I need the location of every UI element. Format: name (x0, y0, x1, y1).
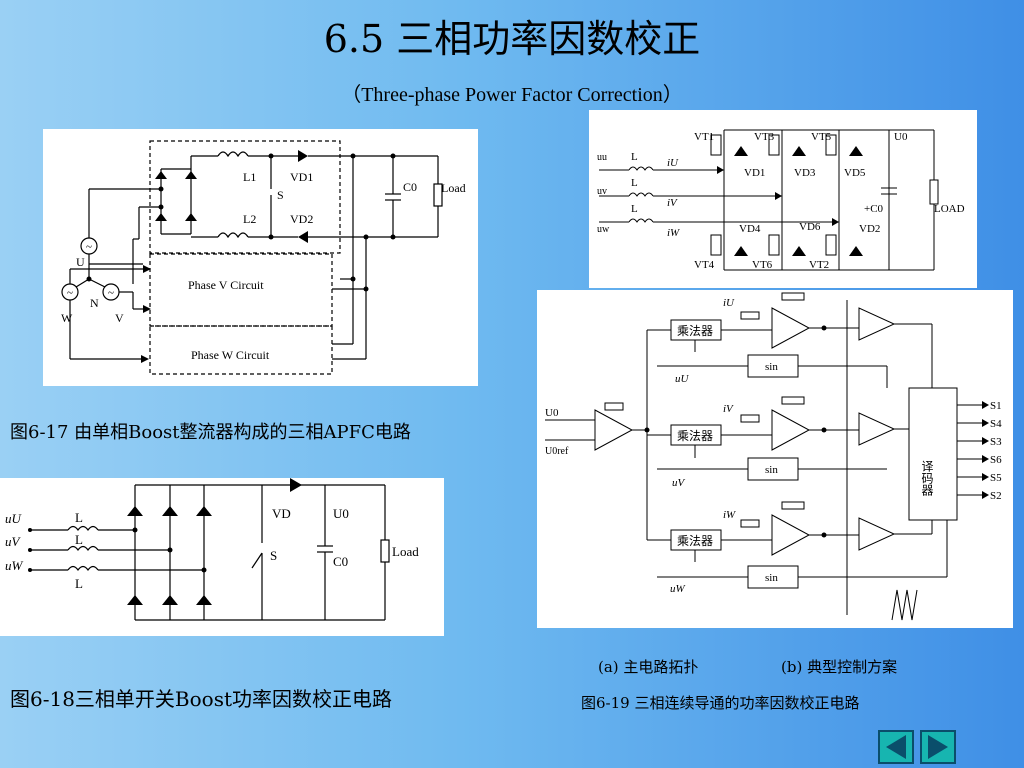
fig19a-label-VD2: VD2 (859, 223, 880, 235)
fig19b-label-uV: uV (672, 477, 686, 489)
fig18-label-L1: L (75, 510, 83, 525)
arrow-left-icon (886, 735, 906, 759)
fig17-caption: 图6-17 由单相Boost整流器构成的三相APFC电路 (10, 422, 411, 443)
fig19a-label-iV: iV (667, 197, 678, 209)
fig19a-label-iW: iW (667, 227, 680, 239)
fig18-label-uU: uU (5, 511, 23, 526)
fig19a-label-uu: uu (597, 152, 607, 163)
fig19b-label-S6: S6 (990, 454, 1002, 466)
fig19b-label-iU: iU (723, 297, 735, 309)
fig18-label-load: Load (392, 544, 419, 559)
fig19b-panel: 乘法器 乘法器 乘法器 sin sin sin iU iV iW uU uV u… (537, 290, 1013, 628)
fig19a-label-VD5: VD5 (844, 167, 866, 179)
fig17-label-N: N (90, 296, 99, 310)
fig19b-multiplier-3: 乘法器 (677, 534, 713, 548)
fig18-label-uV: uV (5, 534, 22, 549)
fig19a-label-L1: L (631, 151, 638, 163)
fig19b-multiplier-1: 乘法器 (677, 324, 713, 338)
fig19b-label-S1: S1 (990, 400, 1002, 412)
fig19a-label-VT4: VT4 (694, 259, 715, 271)
fig18-label-S: S (270, 548, 277, 563)
fig19-caption: 图6-19 三相连续导通的功率因数校正电路 (581, 694, 860, 712)
fig19b-multiplier-2: 乘法器 (677, 429, 713, 443)
fig19b-sin-1: sin (765, 361, 778, 373)
fig19b-label-uU: uU (675, 373, 690, 385)
fig19b-label-S3: S3 (990, 436, 1002, 448)
fig18-label-uW: uW (5, 558, 24, 573)
fig18-label-L3: L (75, 576, 83, 591)
fig17-label-V: V (115, 311, 124, 325)
fig19a-label-VD4: VD4 (739, 223, 761, 235)
fig17-label-VD2: VD2 (290, 212, 313, 226)
svg-text:~: ~ (86, 241, 92, 253)
svg-text:~: ~ (108, 287, 114, 299)
fig19-sub-b: (b) 典型控制方案 (781, 658, 898, 676)
fig19a-label-C0: +C0 (864, 203, 884, 215)
fig19a-label-VT1: VT1 (694, 131, 714, 143)
fig18-caption: 图6-18三相单开关Boost功率因数校正电路 (10, 687, 393, 711)
fig19a-label-U0: U0 (894, 131, 908, 143)
fig17-label-phaseW: Phase W Circuit (191, 348, 270, 362)
fig19b-control: 乘法器 乘法器 乘法器 sin sin sin iU iV iW uU uV u… (545, 292, 1002, 621)
fig18-label-L2: L (75, 532, 83, 547)
fig19a-panel: VT1 VT3 VT5 VD1 VD3 VD5 VD4 VD6 VD2 VT4 … (589, 110, 977, 288)
fig17-label-L2: L2 (243, 212, 256, 226)
slide-subtitle: （Three-phase Power Factor Correction） (341, 84, 683, 106)
fig17-label-L1: L1 (243, 170, 256, 184)
fig17-label-W: W (61, 311, 73, 325)
fig19a-circuit: VT1 VT3 VT5 VD1 VD3 VD5 VD4 VD6 VD2 VT4 … (597, 129, 965, 271)
prev-slide-button[interactable] (878, 730, 914, 764)
fig19a-label-load: LOAD (934, 203, 965, 215)
fig19b-label-S2: S2 (990, 490, 1002, 502)
fig17-label-U: U (76, 255, 85, 269)
fig17-label-load: Load (441, 181, 466, 195)
fig19b-label-S5: S5 (990, 472, 1002, 484)
fig18-label-VD: VD (272, 506, 291, 521)
fig18-panel: uU uV uW L L L VD U0 S C0 Load (0, 478, 444, 636)
fig19a-label-VT6: VT6 (752, 259, 773, 271)
fig17-label-C0: C0 (403, 180, 417, 194)
fig19b-sin-2: sin (765, 464, 778, 476)
arrow-right-icon (928, 735, 948, 759)
slide-title: 6.5 三相功率因数校正 (323, 17, 701, 61)
fig19a-label-VD3: VD3 (794, 167, 816, 179)
fig17-label-VD1: VD1 (290, 170, 313, 184)
fig19b-label-iV: iV (723, 403, 734, 415)
fig19b-label-uW: uW (670, 583, 686, 595)
fig18-label-U0: U0 (333, 506, 349, 521)
fig19a-label-uv: uv (597, 186, 607, 197)
fig19a-label-L3: L (631, 203, 638, 215)
fig19a-label-VD6: VD6 (799, 221, 821, 233)
next-slide-button[interactable] (920, 730, 956, 764)
fig17-label-phaseV: Phase V Circuit (188, 278, 264, 292)
fig19-sub-a: (a) 主电路拓扑 (598, 658, 699, 676)
fig19a-label-L2: L (631, 177, 638, 189)
fig19a-label-uw: uw (597, 224, 610, 235)
fig19a-label-VD1: VD1 (744, 167, 765, 179)
fig17-label-S: S (277, 188, 284, 202)
svg-text:~: ~ (67, 287, 73, 299)
fig17-panel: ~ ~ ~ L1 VD1 S L2 VD2 C0 Load U N W V Ph… (43, 129, 478, 386)
fig19a-label-VT5: VT5 (811, 131, 832, 143)
fig19b-label-U0: U0 (545, 407, 559, 419)
fig19a-label-iU: iU (667, 157, 679, 169)
fig17-circuit: ~ ~ ~ L1 VD1 S L2 VD2 C0 Load U N W V Ph… (61, 140, 466, 375)
fig19a-label-VT2: VT2 (809, 259, 829, 271)
fig19b-label-U0ref: U0ref (545, 446, 569, 457)
fig19b-encoder: 译码器 (920, 460, 934, 497)
fig18-label-C0: C0 (333, 554, 348, 569)
fig19b-sin-3: sin (765, 572, 778, 584)
fig19b-label-iW: iW (723, 509, 736, 521)
fig19a-label-VT3: VT3 (754, 131, 775, 143)
fig19b-label-S4: S4 (990, 418, 1002, 430)
fig18-circuit: uU uV uW L L L VD U0 S C0 Load (5, 478, 419, 621)
